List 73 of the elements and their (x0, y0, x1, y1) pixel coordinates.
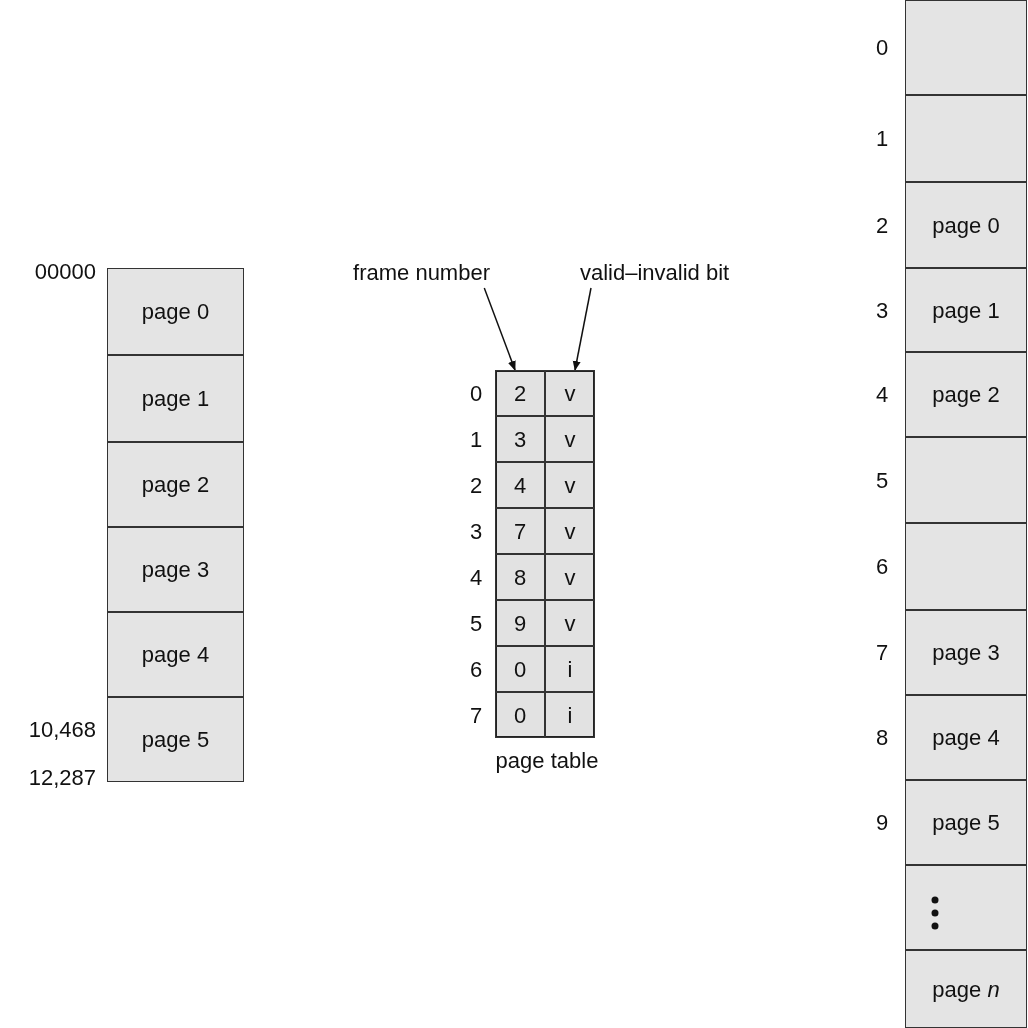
page-label: page 0 (141, 298, 210, 326)
address-label: 12,287 (27, 763, 97, 792)
memory-page-box (107, 612, 244, 697)
valid-bit-cell: v (545, 554, 595, 600)
memory-frame-box (905, 0, 1027, 95)
frame-number-cell: 3 (495, 416, 545, 462)
valid-bit-cell: v (545, 508, 595, 554)
page-label: page 4 (141, 641, 210, 669)
annotation-text: valid–invalid bit (580, 256, 800, 288)
memory-page-box (107, 697, 244, 782)
frame-number-cell: 7 (495, 508, 545, 554)
memory-page-box (107, 268, 244, 355)
row-index: 3 (468, 517, 484, 546)
row-index: 6 (468, 655, 484, 684)
page-label: page 2 (141, 471, 210, 499)
row-index: 2 (468, 471, 484, 500)
frame-index: 4 (874, 381, 890, 409)
address-label: 00000 (33, 257, 97, 286)
memory-frame-box (905, 865, 1027, 950)
valid-bit-cell: v (545, 416, 595, 462)
frame-index: 3 (874, 296, 890, 325)
memory-page-box (107, 527, 244, 612)
row-index: 7 (468, 701, 484, 730)
frame-number-cell: 0 (495, 646, 545, 692)
frame-number-cell: 0 (495, 692, 545, 738)
memory-page-box (905, 780, 1027, 865)
annotation-text: frame number (300, 256, 490, 288)
frame-index: 6 (874, 553, 890, 581)
frame-index: 7 (874, 639, 890, 667)
page-label: page 3 (932, 639, 1000, 667)
valid-bit-cell: v (545, 462, 595, 508)
valid-bit-cell: i (545, 646, 595, 692)
leader-arrow (483, 287, 516, 371)
row-index: 0 (468, 379, 484, 408)
memory-page-box (905, 182, 1027, 268)
address-label: 10,468 (27, 715, 97, 744)
frame-index: 5 (874, 466, 890, 495)
memory-frame-box (905, 95, 1027, 182)
frame-index: 1 (874, 125, 890, 153)
memory-frame-box (905, 437, 1027, 523)
memory-frame-box (905, 523, 1027, 610)
memory-page-box (905, 268, 1027, 352)
row-index: 5 (468, 609, 484, 638)
leader-arrow (572, 287, 592, 371)
page-label: page 5 (141, 726, 210, 754)
frame-index: 9 (874, 809, 890, 837)
frame-number-cell: 2 (495, 370, 545, 416)
memory-page-box (905, 695, 1027, 780)
row-index: 1 (468, 425, 484, 454)
page-label: page 3 (141, 556, 210, 584)
memory-page-box (107, 355, 244, 442)
memory-page-box (107, 442, 244, 527)
page-label: page 1 (141, 385, 210, 413)
memory-page-box (905, 610, 1027, 695)
frame-number-cell: 8 (495, 554, 545, 600)
frame-number-cell: 4 (495, 462, 545, 508)
frame-index: 0 (874, 34, 890, 62)
row-index: 4 (468, 563, 484, 592)
page-label: page 5 (932, 809, 1000, 837)
page-label: page 0 (932, 211, 1000, 240)
frame-index: 8 (874, 724, 890, 752)
page-label: page 4 (932, 724, 1000, 752)
page-label: page 2 (932, 381, 1000, 409)
valid-bit-cell: v (545, 600, 595, 646)
valid-bit-cell: v (545, 370, 595, 416)
valid-bit-cell: i (545, 692, 595, 738)
memory-page-box (905, 352, 1027, 437)
page-label: page n (932, 975, 1000, 1004)
memory-page-box (905, 950, 1027, 1028)
page-label: page 1 (932, 296, 1000, 325)
table-caption: page table (494, 747, 600, 775)
frame-index: 2 (874, 211, 890, 240)
frame-number-cell: 9 (495, 600, 545, 646)
